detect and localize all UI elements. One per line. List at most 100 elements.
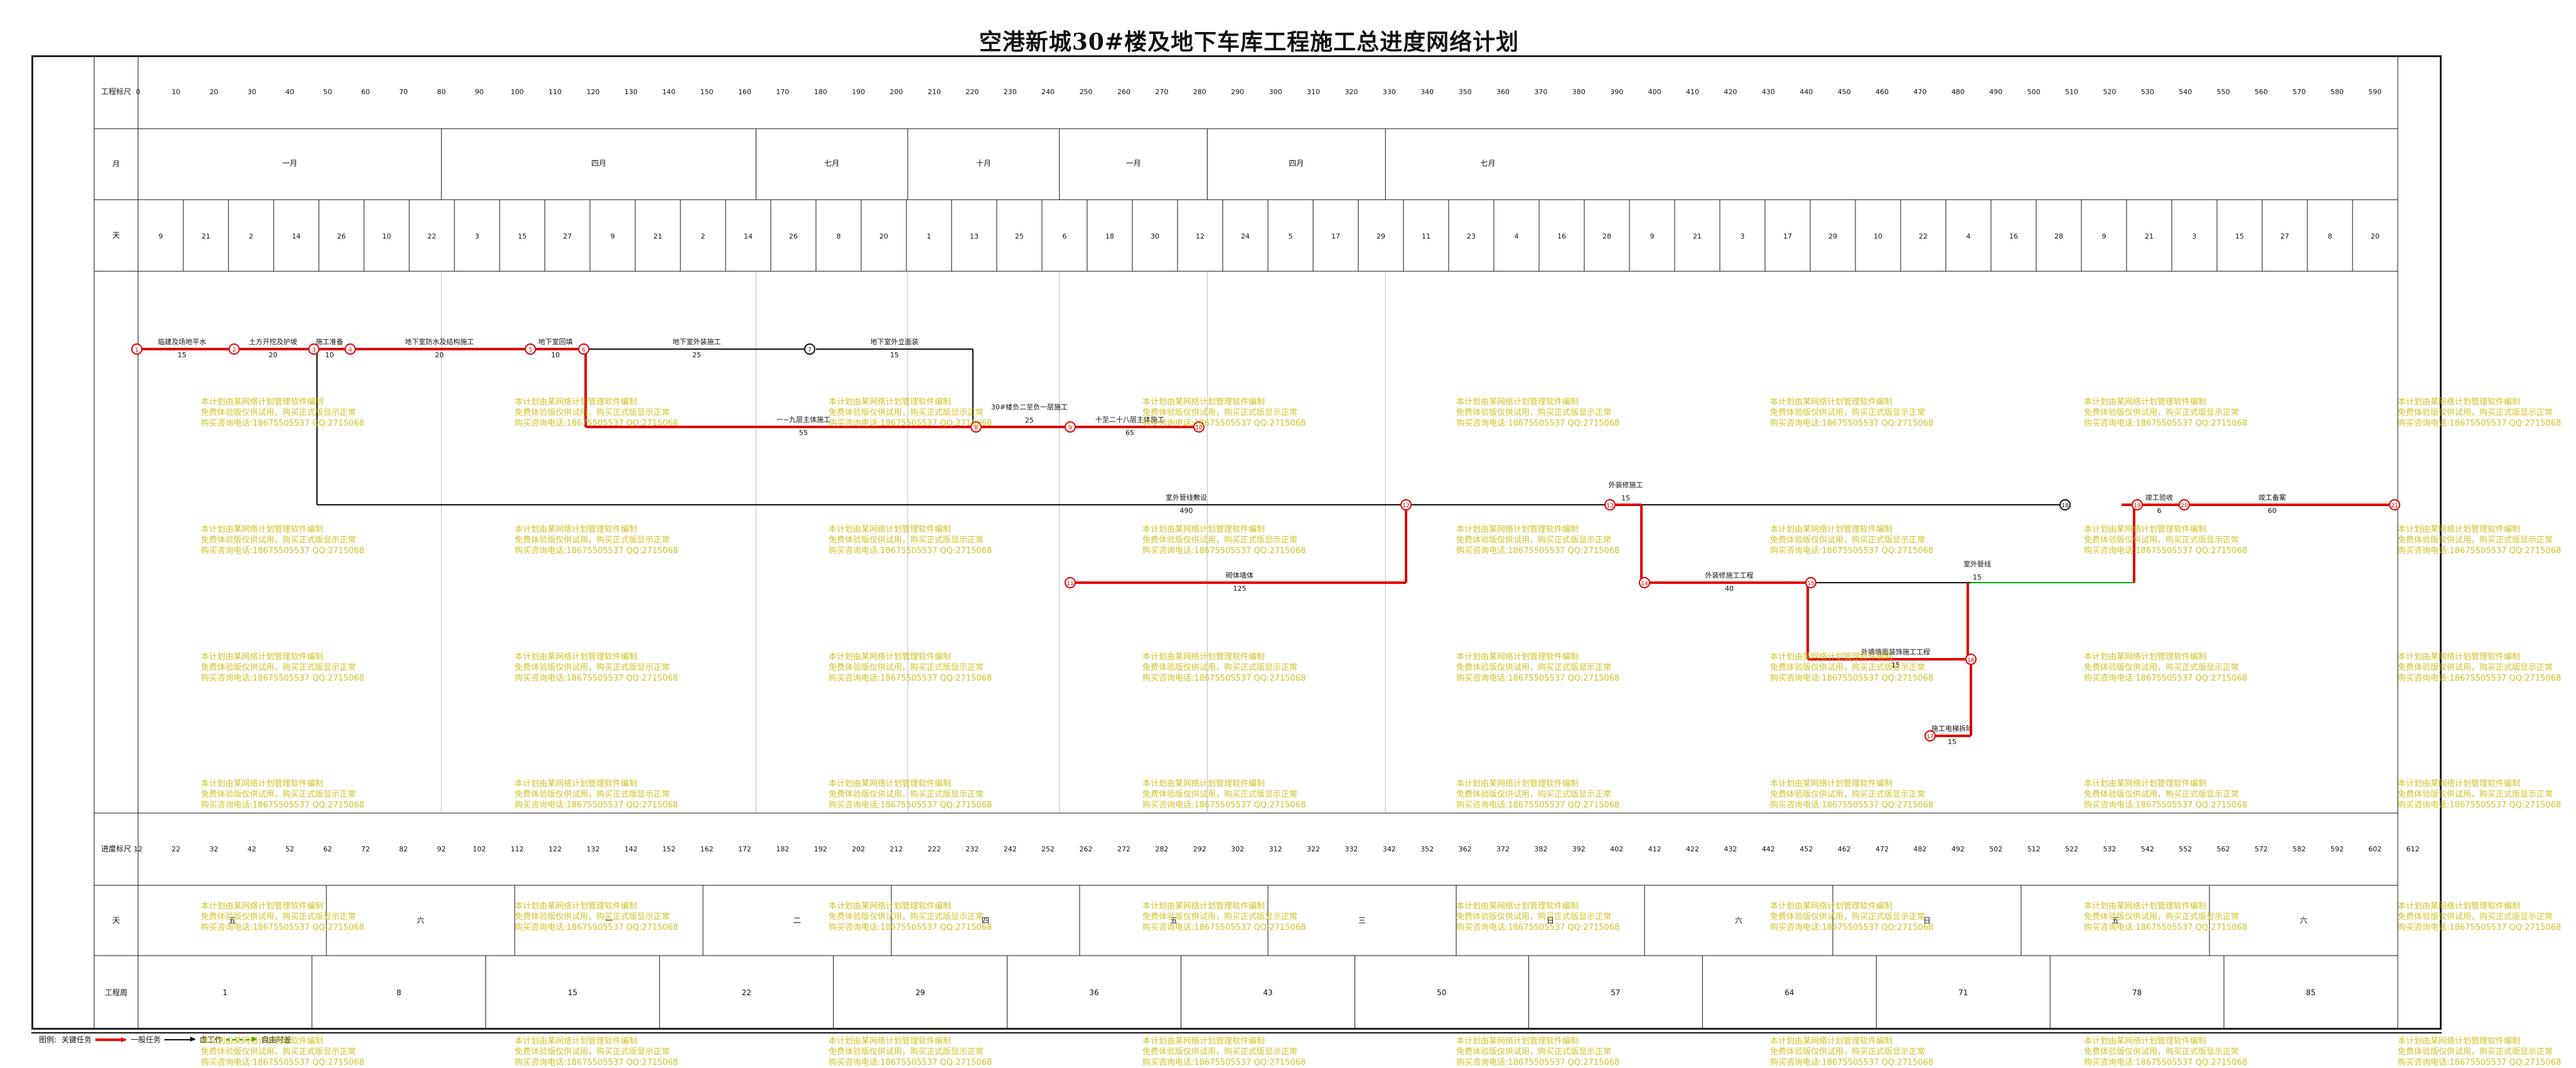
month-label: 一月 bbox=[282, 159, 298, 168]
activity-label: 室外管线 bbox=[1963, 559, 1991, 568]
day-label: 27 bbox=[563, 232, 572, 240]
progress-tick-label: 572 bbox=[2255, 845, 2268, 853]
node-circle bbox=[2059, 499, 2071, 510]
network-node: 15 bbox=[1805, 577, 1817, 588]
activity-label: 地下室外立面装 bbox=[871, 337, 919, 346]
node-circle bbox=[308, 343, 319, 355]
progress-tick-label: 282 bbox=[1155, 845, 1168, 853]
activity-duration: 25 bbox=[1025, 416, 1034, 424]
activity-duration: 15 bbox=[1621, 494, 1630, 502]
top-tick-label: 140 bbox=[662, 88, 675, 96]
day-label: 10 bbox=[382, 232, 391, 240]
node-circle bbox=[525, 343, 536, 355]
day-label: 16 bbox=[2009, 232, 2018, 240]
progress-tick-label: 252 bbox=[1041, 845, 1055, 853]
network-node: 12 bbox=[1400, 499, 1412, 510]
top-tick-label: 30 bbox=[247, 88, 256, 96]
day-label: 9 bbox=[2102, 232, 2106, 240]
progress-tick-label: 212 bbox=[890, 845, 903, 853]
legend-normal: 一般任务 bbox=[131, 1034, 196, 1045]
day-label: 11 bbox=[1422, 232, 1430, 240]
node-number: 7 bbox=[808, 347, 812, 353]
network-node: 11 bbox=[1065, 577, 1076, 588]
node-number: 15 bbox=[1807, 581, 1814, 587]
normal-arrow-icon bbox=[164, 1036, 196, 1042]
schedule-frame bbox=[31, 55, 2442, 1030]
day-label: 29 bbox=[1828, 232, 1837, 240]
progress-tick-label: 222 bbox=[928, 845, 941, 853]
top-tick-label: 390 bbox=[1610, 88, 1623, 96]
top-tick-label: 210 bbox=[928, 88, 941, 96]
top-tick-label: 520 bbox=[2103, 88, 2116, 96]
node-circle bbox=[970, 421, 982, 433]
top-tick-label: 300 bbox=[1269, 88, 1282, 96]
weekday-label: 五 bbox=[228, 916, 236, 925]
progress-tick-label: 532 bbox=[2103, 845, 2116, 853]
node-number: 3 bbox=[312, 347, 316, 353]
top-tick-label: 420 bbox=[1724, 88, 1737, 96]
progress-tick-label: 102 bbox=[473, 845, 486, 853]
network-node: 7 bbox=[804, 343, 815, 355]
progress-tick-label: 112 bbox=[511, 845, 524, 853]
activity-duration: 15 bbox=[1948, 738, 1956, 746]
activity-label: 地下室防水及结构施工 bbox=[405, 337, 474, 346]
progress-tick-label: 52 bbox=[286, 845, 294, 853]
progress-tick-label: 82 bbox=[399, 845, 408, 853]
top-tick-label: 310 bbox=[1307, 88, 1320, 96]
activity-duration: 6 bbox=[2157, 507, 2162, 515]
activity-label: 土方开挖及护坡 bbox=[249, 337, 298, 346]
day-label: 20 bbox=[2371, 232, 2380, 240]
node-number: 17 bbox=[1926, 734, 1933, 740]
top-tick-label: 190 bbox=[852, 88, 865, 96]
day-label: 21 bbox=[2145, 232, 2154, 240]
week-label: 1 bbox=[223, 988, 228, 997]
week-label: 64 bbox=[1784, 988, 1794, 997]
month-label: 七月 bbox=[1480, 159, 1495, 168]
progress-tick-label: 322 bbox=[1307, 845, 1320, 853]
top-tick-label: 340 bbox=[1420, 88, 1434, 96]
activity-duration: 15 bbox=[178, 351, 186, 359]
network-node: 20 bbox=[2179, 499, 2190, 510]
top-tick-label: 400 bbox=[1648, 88, 1661, 96]
legend: 图例: 关键任务 一般任务 虚工作 自由时差 bbox=[39, 1034, 291, 1045]
top-tick-label: 290 bbox=[1231, 88, 1244, 96]
day-label: 28 bbox=[1602, 232, 1611, 240]
top-tick-label: 220 bbox=[965, 88, 979, 96]
day-label: 24 bbox=[1241, 232, 1250, 240]
top-tick-label: 540 bbox=[2179, 88, 2192, 96]
day-label: 22 bbox=[427, 232, 436, 240]
node-circle bbox=[1924, 730, 1936, 742]
activity-label: 外装修施工工程 bbox=[1705, 571, 1754, 580]
top-tick-label: 250 bbox=[1080, 88, 1093, 96]
top-tick-label: 150 bbox=[700, 88, 714, 96]
progress-tick-label: 492 bbox=[1951, 845, 1965, 853]
progress-tick-label: 382 bbox=[1534, 845, 1547, 853]
day-label: 30 bbox=[1151, 232, 1159, 240]
weekday-label: 六 bbox=[1735, 916, 1742, 925]
node-number: 13 bbox=[1606, 503, 1613, 509]
day-label: 2 bbox=[701, 232, 706, 240]
top-tick-label: 10 bbox=[171, 88, 180, 96]
node-circle bbox=[1604, 499, 1616, 510]
top-tick-label: 60 bbox=[361, 88, 370, 96]
week-label: 22 bbox=[742, 988, 751, 997]
node-number: 1 bbox=[135, 347, 139, 353]
progress-tick-label: 372 bbox=[1496, 845, 1510, 853]
activity-label: 施工准备 bbox=[316, 337, 343, 346]
row-label-day: 天 bbox=[112, 231, 120, 240]
network-node: 13 bbox=[1604, 499, 1616, 510]
month-label: 七月 bbox=[824, 159, 839, 168]
activity-label: 砌体墙体 bbox=[1226, 571, 1253, 580]
progress-tick-label: 92 bbox=[437, 845, 446, 853]
node-number: 2 bbox=[232, 347, 236, 353]
progress-tick-label: 542 bbox=[2141, 845, 2154, 853]
top-tick-label: 280 bbox=[1193, 88, 1206, 96]
top-tick-label: 50 bbox=[323, 88, 332, 96]
node-number: 21 bbox=[2391, 503, 2398, 509]
progress-tick-label: 512 bbox=[2027, 845, 2041, 853]
progress-tick-label: 62 bbox=[323, 845, 332, 853]
node-number: 4 bbox=[348, 347, 352, 353]
node-number: 11 bbox=[1066, 581, 1073, 587]
day-label: 9 bbox=[159, 232, 163, 240]
top-tick-label: 70 bbox=[399, 88, 408, 96]
